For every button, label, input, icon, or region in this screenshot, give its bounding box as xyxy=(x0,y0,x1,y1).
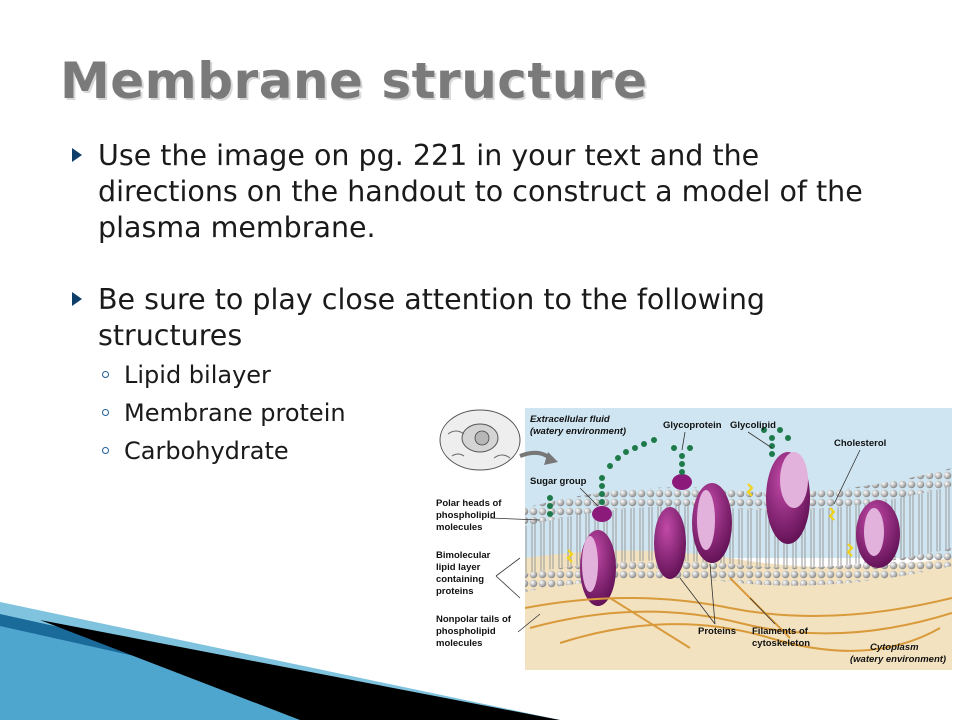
bullet-item: Use the image on pg. 221 in your text an… xyxy=(72,138,892,246)
bullet-text: Use the image on pg. 221 in your text an… xyxy=(98,139,863,244)
label-cytoplasm: Cytoplasm xyxy=(870,642,919,653)
label-polar-heads-2: phospholipid xyxy=(436,510,496,521)
ring-bullet-icon xyxy=(102,409,109,416)
leader-lines xyxy=(489,431,861,633)
membrane-proteins xyxy=(580,452,900,606)
label-nonpolar: Nonpolar tails of xyxy=(436,614,512,625)
sub-bullet-text: Lipid bilayer xyxy=(124,361,271,389)
sub-bullet-item: Membrane protein xyxy=(72,394,892,432)
sub-bullet-list: Lipid bilayer Membrane protein Carbohydr… xyxy=(72,356,892,470)
label-bimolecular: Bimolecular xyxy=(436,550,491,561)
label-filaments-2: cytoskeleton xyxy=(752,638,810,649)
label-proteins: Proteins xyxy=(698,626,736,637)
label-bimolecular-4: proteins xyxy=(436,586,473,597)
slide-title: Membrane structure xyxy=(60,52,648,110)
bullet-list: Use the image on pg. 221 in your text an… xyxy=(72,138,892,470)
label-polar-heads: Polar heads of xyxy=(436,498,502,509)
bullet-text: Be sure to play close attention to the f… xyxy=(98,283,765,352)
sub-bullet-text: Membrane protein xyxy=(124,399,346,427)
bullet-arrow-icon xyxy=(72,148,82,162)
cytoskeleton-filaments xyxy=(524,577,952,652)
ring-bullet-icon xyxy=(102,371,109,378)
ring-bullet-icon xyxy=(102,447,109,454)
label-glycolipid: Glycolipid xyxy=(730,420,776,431)
bullet-arrow-icon xyxy=(72,292,82,306)
label-cytoplasm-sub: (watery environment) xyxy=(850,654,946,665)
label-extracellular: Extracellular fluid xyxy=(530,414,610,425)
bullet-item: Be sure to play close attention to the f… xyxy=(72,282,892,354)
label-glycoprotein: Glycoprotein xyxy=(663,420,722,431)
sub-bullet-item: Carbohydrate xyxy=(72,432,892,470)
label-extracellular-sub: (watery environment) xyxy=(530,426,626,437)
plasma-membrane-figure: Extracellular fluid (watery environment)… xyxy=(436,408,952,670)
sub-bullet-text: Carbohydrate xyxy=(124,437,289,465)
sub-bullet-item: Lipid bilayer xyxy=(72,356,892,394)
label-bimolecular-2: lipid layer xyxy=(436,562,481,573)
label-sugar-group: Sugar group xyxy=(530,476,587,487)
label-nonpolar-2: phospholipid xyxy=(436,626,496,637)
label-cholesterol: Cholesterol xyxy=(834,438,886,449)
label-bimolecular-3: containing xyxy=(436,574,484,585)
sugar-chains xyxy=(547,427,791,517)
figure-labels: Extracellular fluid (watery environment)… xyxy=(436,414,946,665)
label-polar-heads-3: molecules xyxy=(436,522,482,533)
cell-icon xyxy=(439,409,558,471)
lipid-bilayer xyxy=(525,468,952,592)
label-nonpolar-3: molecules xyxy=(436,638,482,649)
decorative-corner-wedge xyxy=(0,602,560,720)
label-filaments: Filaments of xyxy=(752,626,809,637)
